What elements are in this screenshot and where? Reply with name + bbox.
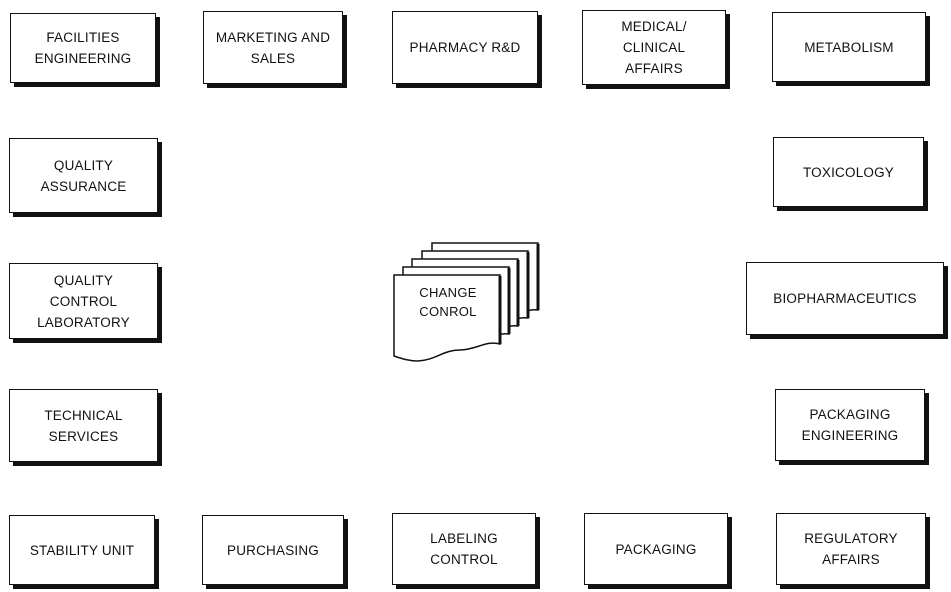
metabolism-box: METABOLISM: [772, 12, 926, 82]
box-label-line: LABORATORY: [37, 314, 130, 330]
box-label-line: ENGINEERING: [34, 51, 132, 66]
box-label-line: TOXICOLOGY: [802, 164, 895, 180]
box-label-line: LABELING: [430, 531, 498, 546]
technical-services-box: TECHNICAL SERVICES: [9, 389, 158, 462]
box-label-line: STABILITY UNIT: [29, 542, 135, 558]
quality-assurance-box: QUALITY ASSURANCE: [9, 138, 158, 213]
purchasing-box: PURCHASING: [202, 515, 344, 585]
box-label-line: BIOPHARMACEUTICS: [773, 291, 917, 306]
regulatory-affairs-box: REGULATORY AFFAIRS: [776, 513, 926, 585]
box-label-line: SERVICES: [48, 428, 119, 444]
toxicology-box: TOXICOLOGY: [773, 137, 924, 207]
box-label-line: PACKAGING: [615, 541, 697, 557]
quality-control-laboratory-box: QUALITY CONTROL LABORATORY: [9, 263, 158, 339]
change-control-document-stack: CHANGE CONROL: [388, 240, 548, 365]
box-label-line: METABOLISM: [804, 39, 894, 55]
box-label-line: PURCHASING: [226, 542, 319, 558]
box-label-line: ENGINEERING: [801, 428, 899, 443]
marketing-and-sales-box: MARKETING AND SALES: [203, 11, 343, 84]
box-label-line: PHARMACY R&D: [409, 40, 521, 55]
box-label-line: MEDICAL/: [621, 19, 687, 34]
box-label-line: CONTROL: [49, 293, 118, 309]
box-label-line: SALES: [250, 50, 296, 66]
box-label-line: TECHNICAL: [44, 407, 123, 423]
box-label-line: CONTROL: [430, 552, 498, 567]
pharmacy-rd-box: PHARMACY R&D: [392, 11, 538, 84]
labeling-control-box: LABELING CONTROL: [392, 513, 536, 585]
biopharmaceutics-box: BIOPHARMACEUTICS: [746, 262, 944, 335]
change-control-label-line: CONROL: [419, 304, 477, 319]
box-label-line: REGULATORY: [804, 531, 898, 546]
box-label-line: QUALITY: [53, 272, 114, 288]
box-label-line: AFFAIRS: [625, 61, 683, 76]
packaging-engineering-box: PACKAGING ENGINEERING: [775, 389, 925, 461]
box-label-line: ASSURANCE: [40, 178, 127, 194]
box-label-line: PACKAGING: [809, 407, 891, 422]
document-stack-icon: [393, 242, 540, 362]
box-label-line: MARKETING AND: [215, 29, 331, 45]
change-control-label: CHANGE CONROL: [396, 283, 500, 321]
stability-unit-box: STABILITY UNIT: [9, 515, 155, 585]
box-label-line: QUALITY: [53, 157, 114, 173]
packaging-box: PACKAGING: [584, 513, 728, 585]
box-label-line: FACILITIES: [46, 30, 120, 45]
change-control-label-line: CHANGE: [419, 285, 477, 300]
box-label-line: AFFAIRS: [822, 552, 880, 567]
box-label-line: CLINICAL: [622, 40, 686, 55]
facilities-engineering-box: FACILITIES ENGINEERING: [10, 13, 156, 83]
medical-clinical-affairs-box: MEDICAL/ CLINICAL AFFAIRS: [582, 10, 726, 85]
